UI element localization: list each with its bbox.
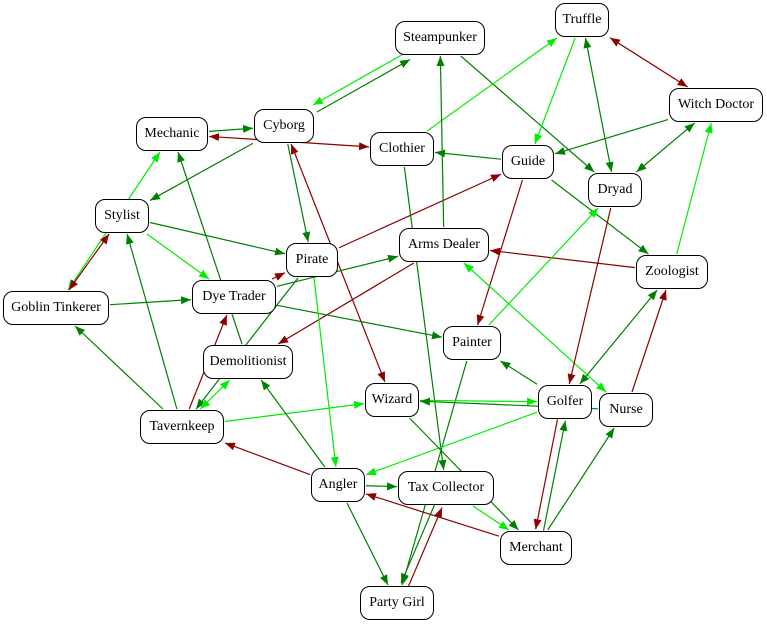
- node-merchant[interactable]: Merchant: [500, 531, 572, 565]
- node-arms-dealer[interactable]: Arms Dealer: [399, 228, 489, 262]
- edge-golfer-to-painter: [500, 360, 538, 385]
- edge-angler-to-tavernkeep: [224, 442, 311, 476]
- edge-pirate-to-guide: [338, 173, 502, 249]
- edge-stylist-to-pirate: [149, 221, 286, 256]
- edge-arms-dealer-to-demolitionist: [277, 262, 415, 345]
- edge-steampunker-to-cyborg: [312, 51, 407, 106]
- node-dryad[interactable]: Dryad: [588, 173, 642, 207]
- edge-witch-doctor-to-dryad: [636, 122, 695, 173]
- edge-pirate-to-angler: [313, 277, 339, 468]
- edge-dye-trader-to-arms-dealer: [276, 254, 399, 287]
- edge-tax-collector-to-merchant: [472, 505, 510, 531]
- edge-clothier-to-truffle: [426, 37, 558, 132]
- node-painter[interactable]: Painter: [443, 326, 501, 360]
- edge-merchant-to-angler: [365, 493, 500, 537]
- node-witch-doctor[interactable]: Witch Doctor: [669, 88, 763, 122]
- edge-cyborg-to-steampunker: [316, 58, 411, 113]
- edge-truffle-to-witch-doctor: [609, 37, 688, 88]
- edge-steampunker-to-dryad: [460, 55, 595, 173]
- edge-tavernkeep-to-demolitionist: [199, 379, 231, 410]
- edge-arms-dealer-to-steampunker: [436, 55, 445, 228]
- edge-merchant-to-nurse: [547, 427, 615, 531]
- node-truffle[interactable]: Truffle: [555, 3, 609, 37]
- edge-wizard-to-golfer: [419, 397, 538, 406]
- node-dye-trader[interactable]: Dye Trader: [192, 280, 276, 314]
- edge-angler-to-demolitionist: [260, 379, 326, 468]
- edge-cyborg-to-wizard: [290, 143, 386, 383]
- edge-guide-to-clothier: [434, 149, 502, 160]
- edge-truffle-to-guide: [534, 37, 576, 145]
- edge-tax-collector-to-party-girl: [400, 504, 436, 584]
- node-mechanic[interactable]: Mechanic: [136, 117, 208, 151]
- edge-stylist-to-goblin-tinkerer: [68, 233, 110, 291]
- node-clothier[interactable]: Clothier: [370, 132, 434, 166]
- edge-dye-trader-to-pirate: [271, 272, 286, 281]
- node-wizard[interactable]: Wizard: [365, 383, 419, 417]
- edge-party-girl-to-tax-collector: [407, 507, 443, 587]
- edge-cyborg-to-stylist: [149, 142, 254, 201]
- edge-nurse-to-zoologist: [631, 289, 667, 393]
- node-demolitionist[interactable]: Demolitionist: [203, 345, 293, 379]
- edge-golfer-to-zoologist: [579, 289, 658, 385]
- edge-dye-trader-to-painter: [276, 304, 443, 340]
- edge-tavernkeep-to-stylist: [126, 233, 178, 410]
- edge-zoologist-to-witch-doctor: [676, 122, 713, 255]
- edge-painter-to-dryad: [488, 207, 599, 326]
- node-zoologist[interactable]: Zoologist: [636, 255, 708, 289]
- edge-tavernkeep-to-goblin-tinkerer: [74, 325, 164, 410]
- node-nurse[interactable]: Nurse: [599, 393, 653, 427]
- edge-guide-to-zoologist: [551, 179, 649, 255]
- edge-truffle-to-dryad: [583, 37, 614, 173]
- node-stylist[interactable]: Stylist: [95, 199, 149, 233]
- edge-mechanic-to-cyborg: [208, 124, 254, 133]
- node-tavernkeep[interactable]: Tavernkeep: [140, 410, 224, 444]
- node-guide[interactable]: Guide: [502, 145, 554, 179]
- edge-clothier-to-tax-collector: [403, 166, 447, 471]
- edge-golfer-to-angler: [365, 411, 538, 476]
- edge-zoologist-to-arms-dealer: [489, 247, 636, 269]
- edge-demolitionist-to-mechanic: [177, 151, 243, 345]
- edge-cyborg-to-pirate: [287, 143, 311, 243]
- edge-golfer-to-merchant: [533, 419, 559, 530]
- edge-tavernkeep-to-wizard: [224, 400, 365, 423]
- edge-witch-doctor-to-guide: [554, 118, 669, 155]
- node-pirate[interactable]: Pirate: [286, 243, 338, 277]
- node-tax-collector[interactable]: Tax Collector: [398, 471, 494, 505]
- edge-merchant-to-golfer: [542, 420, 568, 531]
- node-golfer[interactable]: Golfer: [538, 385, 592, 419]
- edge-stylist-to-dye-trader: [146, 233, 210, 280]
- edge-angler-to-party-girl: [346, 502, 389, 586]
- node-party-girl[interactable]: Party Girl: [360, 586, 434, 620]
- edge-dryad-to-golfer: [567, 207, 612, 385]
- node-goblin-tinkerer[interactable]: Goblin Tinkerer: [3, 291, 109, 325]
- edge-goblin-tinkerer-to-dye-trader: [109, 296, 192, 306]
- node-angler[interactable]: Angler: [311, 468, 365, 502]
- edge-angler-to-tax-collector: [365, 482, 398, 491]
- node-cyborg[interactable]: Cyborg: [254, 109, 314, 143]
- node-steampunker[interactable]: Steampunker: [395, 21, 485, 55]
